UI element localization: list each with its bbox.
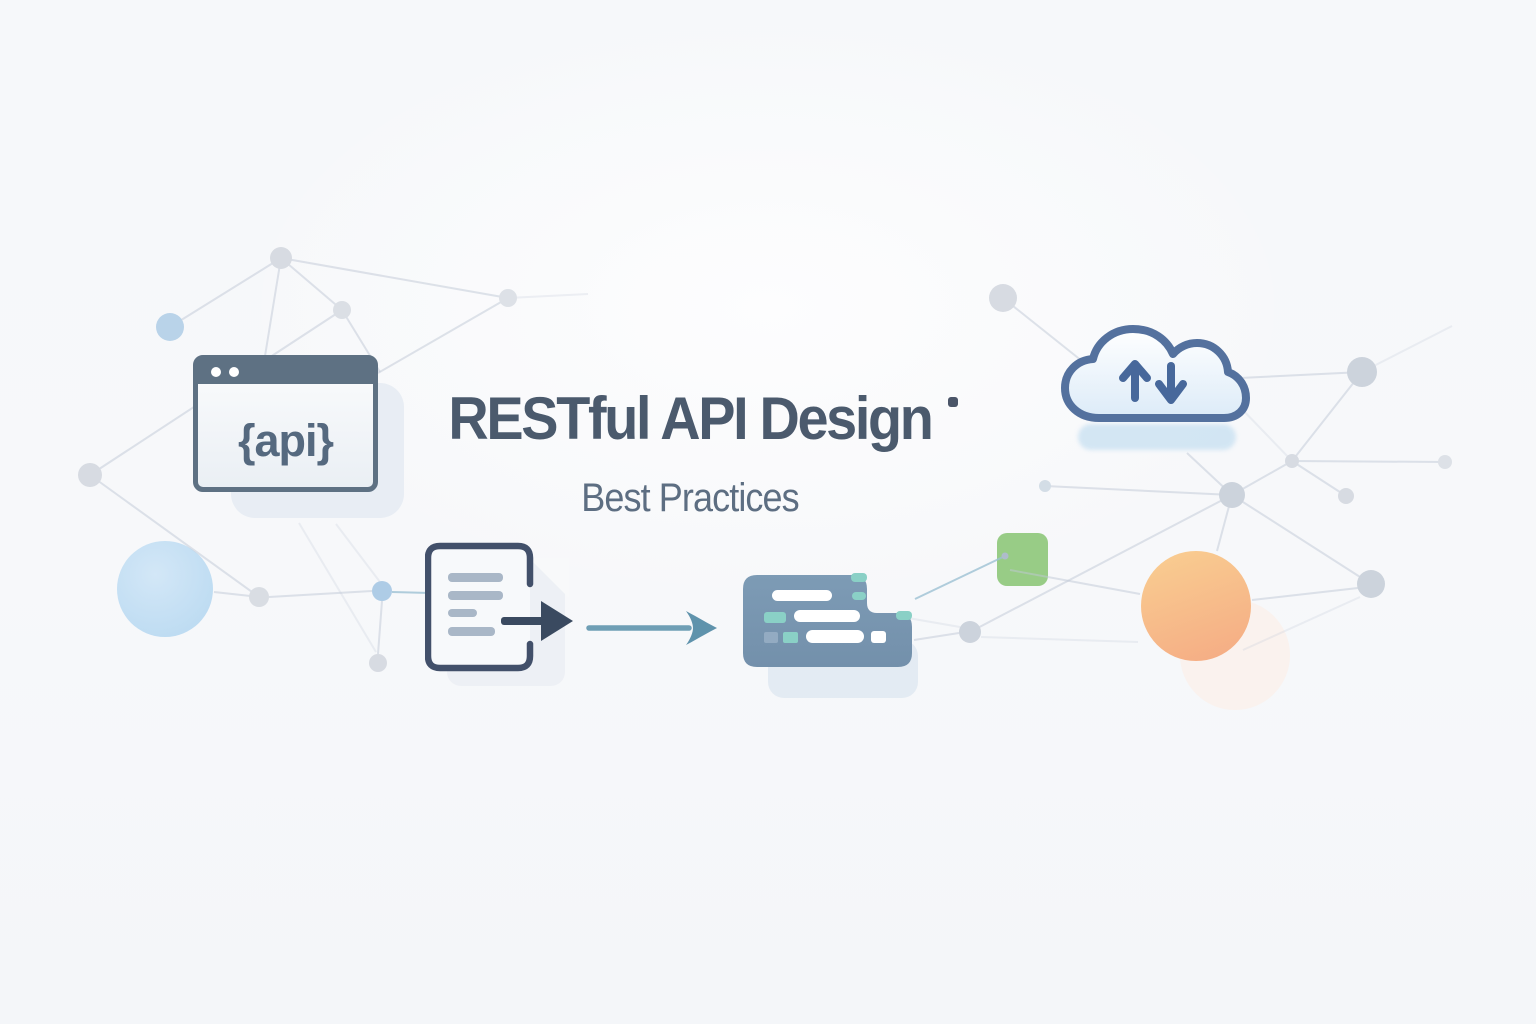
network-nodes: [78, 247, 1452, 672]
blue-accent-circle: [117, 541, 213, 637]
page-title: RESTful API Design: [448, 385, 933, 452]
flow-arrow-icon: [586, 611, 717, 645]
sync-arrows-icon: [1119, 360, 1187, 404]
window-titlebar: [197, 359, 374, 384]
document-text-lines: [448, 573, 503, 636]
document-export-icon: [425, 542, 573, 686]
window-dot-icon: [211, 367, 221, 377]
orange-accent-circle: [1141, 551, 1251, 661]
code-response-block-icon: [743, 573, 912, 667]
export-arrow-icon: [501, 601, 573, 641]
header-block: RESTful API Design Best Practices: [430, 384, 950, 521]
window-dot-icon: [229, 367, 239, 377]
api-window-label: {api}: [237, 414, 334, 466]
small-dark-dot: [948, 397, 958, 407]
code-corner-accents: [851, 573, 912, 620]
page-subtitle: Best Practices: [581, 476, 799, 520]
code-lines: [764, 590, 886, 643]
green-accent-square: [997, 533, 1048, 586]
cloud-shadow: [1078, 424, 1236, 450]
api-browser-window-icon: {api}: [193, 355, 378, 492]
cloud-sync-icon: [1061, 325, 1250, 422]
